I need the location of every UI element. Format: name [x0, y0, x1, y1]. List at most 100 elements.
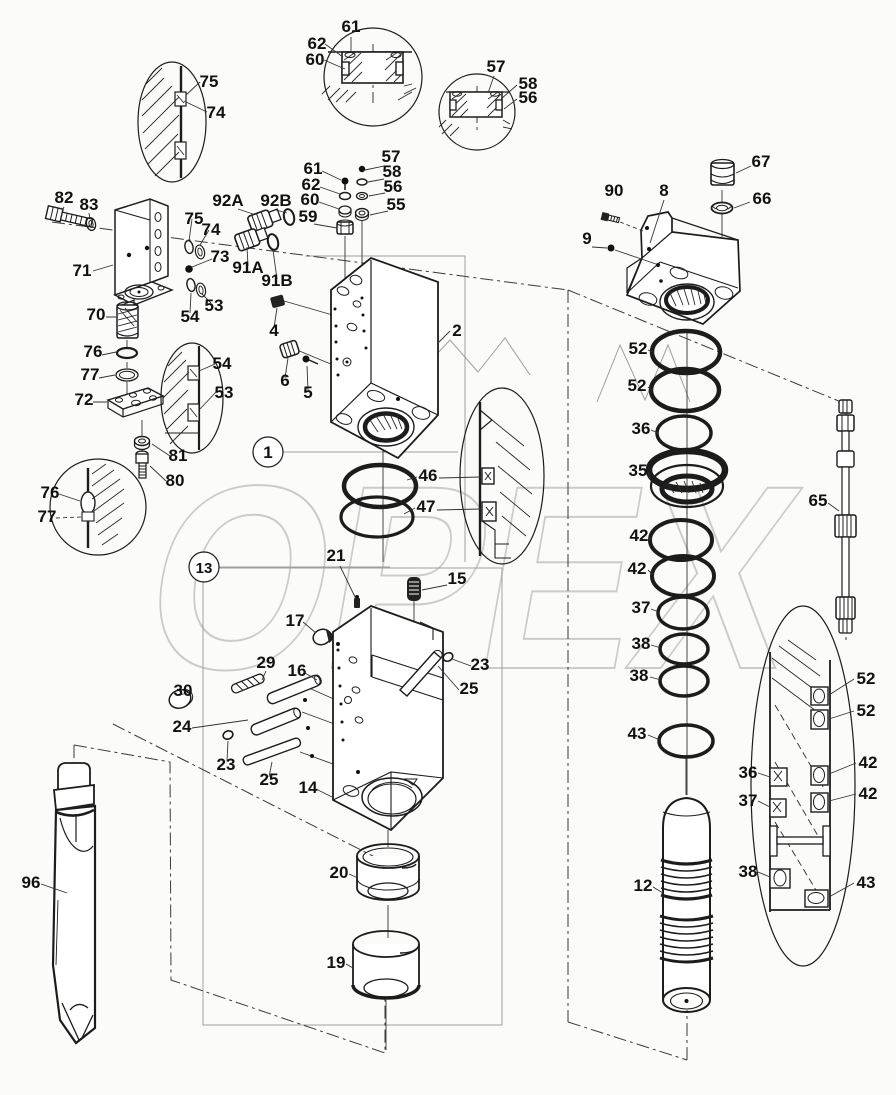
part-label-35: 35	[629, 461, 648, 480]
part-label-57-detail: 57	[487, 57, 506, 76]
part-label-25: 25	[260, 770, 279, 789]
ring-23-left	[222, 730, 234, 740]
part-label-2: 2	[452, 321, 461, 340]
part-label-60-detail: 60	[306, 50, 325, 69]
part-label-42-section1: 42	[859, 753, 878, 772]
fitting-92a	[247, 208, 282, 233]
seal-42-section-second	[810, 792, 829, 813]
part-label-72: 72	[75, 390, 94, 409]
part-label-23: 23	[217, 755, 236, 774]
o-ring-43	[657, 723, 715, 759]
part-label-37-section: 37	[739, 791, 758, 810]
o-ring-52-top	[649, 328, 723, 376]
section-frames	[202, 255, 691, 1026]
part-label-52-stack2: 52	[628, 376, 647, 395]
seal-52-section-second	[810, 709, 829, 730]
part-label-53-detail: 53	[215, 383, 234, 402]
hardware-column-55-56-57-58	[354, 165, 370, 222]
washers-54-53	[186, 277, 207, 298]
part-label-8: 8	[659, 181, 668, 200]
part-label-74-detail: 74	[207, 103, 226, 122]
ring-66	[710, 201, 734, 215]
part-label-5: 5	[303, 383, 312, 402]
part-label-56: 56	[384, 177, 403, 196]
detail-circle-60-61-62	[321, 27, 423, 127]
valve-body-2	[330, 256, 439, 460]
leader-90	[619, 221, 644, 232]
part-label-20: 20	[330, 863, 349, 882]
plug-17	[312, 628, 340, 646]
screw-73	[185, 265, 193, 273]
part-label-91b: 91B	[261, 271, 292, 290]
ring-23-right	[442, 651, 454, 663]
bracket-71	[113, 198, 174, 319]
screw-5	[302, 355, 319, 365]
part-label-62: 62	[302, 175, 321, 194]
cap-67	[710, 158, 735, 186]
valve-cage-70	[116, 301, 139, 339]
part-label-24: 24	[173, 717, 192, 736]
pin-upper	[266, 674, 322, 705]
seal-36-section	[769, 767, 788, 787]
part-label-36-section: 36	[739, 763, 758, 782]
part-label-65: 65	[809, 491, 828, 510]
part-label-76: 76	[84, 342, 103, 361]
part-label-58-detail: 58	[519, 74, 538, 93]
nut-81	[133, 435, 151, 451]
o-ring-37	[656, 595, 710, 631]
part-label-73: 73	[211, 247, 230, 266]
part-label-47: 47	[417, 497, 436, 516]
part-label-55: 55	[387, 195, 406, 214]
bolt-90	[600, 211, 621, 224]
chisel-96	[51, 762, 97, 1045]
o-ring-38-top	[658, 632, 710, 666]
dowel-dot-3	[310, 754, 314, 758]
part-label-19: 19	[327, 953, 346, 972]
valve-body-8	[625, 211, 741, 325]
valve-body-14	[332, 604, 444, 832]
part-label-74: 74	[202, 220, 221, 239]
part-label-36: 36	[632, 419, 651, 438]
washers-75-74	[184, 239, 206, 260]
part-label-52-stack1: 52	[629, 339, 648, 358]
part-label-53: 53	[205, 296, 224, 315]
part-label-54: 54	[181, 307, 200, 326]
callout-circle-1	[252, 436, 284, 468]
detail-ellipse-46-47	[459, 387, 545, 565]
part-label-66: 66	[753, 189, 772, 208]
ring-77	[115, 368, 139, 382]
detail-circle-76-77	[49, 458, 147, 556]
part-label-6: 6	[280, 371, 289, 390]
part-label-90: 90	[605, 181, 624, 200]
part-label-42-stack2: 42	[628, 559, 647, 578]
bolt-82	[44, 204, 94, 228]
part-label-43-section: 43	[857, 873, 876, 892]
part-label-52-section1: 52	[857, 669, 876, 688]
part-label-67: 67	[752, 152, 771, 171]
part-label-25-right: 25	[460, 679, 479, 698]
pin-25-left	[242, 737, 302, 766]
part-label-1-circled: 1	[263, 443, 272, 462]
part-label-37: 37	[632, 598, 651, 617]
grip-15	[407, 577, 421, 601]
callout-circle-13	[188, 551, 220, 583]
part-label-43: 43	[628, 724, 647, 743]
bushing-20	[356, 843, 420, 901]
part-label-15: 15	[448, 569, 467, 588]
part-label-77: 77	[81, 365, 100, 384]
part-label-17: 17	[286, 611, 305, 630]
part-label-12: 12	[634, 876, 653, 895]
seal-37-section	[769, 798, 787, 818]
part-label-82: 82	[55, 188, 74, 207]
o-ring-47	[339, 495, 415, 539]
fitting-91a	[234, 226, 269, 252]
o-ring-52-second	[648, 366, 722, 414]
part-label-42-section2: 42	[859, 784, 878, 803]
seal-52-section-top	[810, 686, 829, 706]
alignment-lines	[126, 190, 723, 1050]
dowel-dot-1	[303, 698, 307, 702]
plug-4	[270, 294, 285, 308]
part-label-57: 57	[382, 147, 401, 166]
part-label-21: 21	[327, 546, 346, 565]
